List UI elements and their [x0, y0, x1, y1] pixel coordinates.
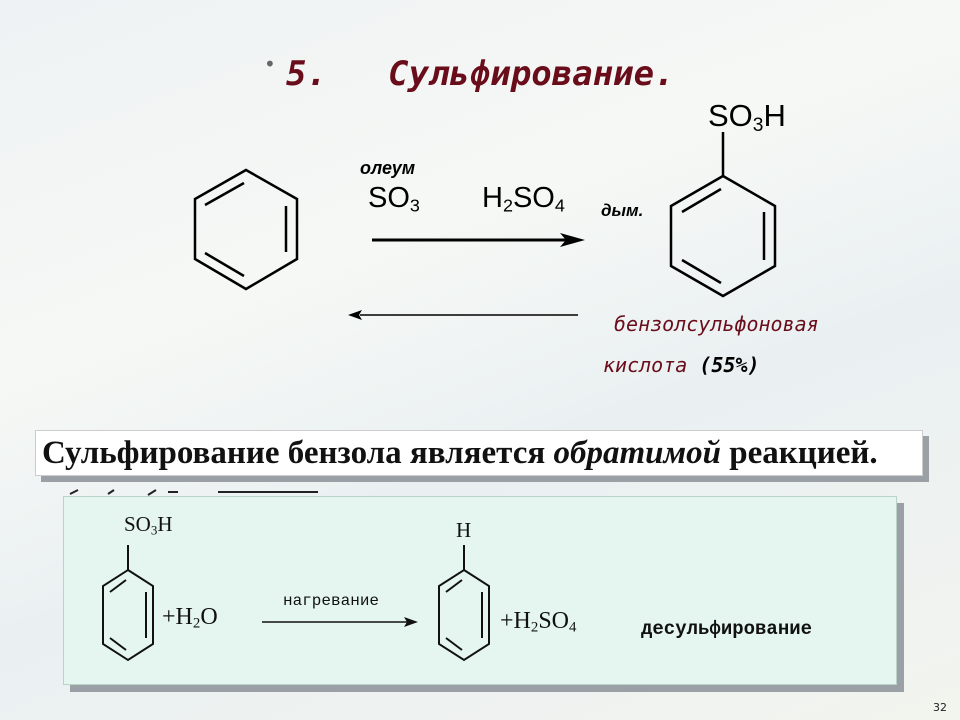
water-term: +H2O [162, 604, 218, 632]
title-number: 5. [286, 54, 327, 94]
sulfuric-acid-term: +H2SO4 [500, 608, 577, 636]
scan-artifact [69, 489, 318, 496]
benzene-ring-product-bottom [438, 545, 490, 662]
desulfonation-panel [63, 496, 897, 685]
plus-sign: + [500, 608, 514, 634]
sulfonic-group-label: SO3H [708, 98, 786, 136]
yield-value: (55%) [699, 353, 760, 377]
so3-reagent: SO3 [368, 182, 420, 216]
page-title: Сульфирование. [388, 54, 675, 94]
reversibility-banner: Сульфирование бензола является обратимой… [35, 430, 923, 476]
benzenesulfonic-ring [102, 545, 154, 662]
benzene-ring-product [669, 132, 777, 298]
heating-condition: нагревание [283, 592, 380, 610]
forward-arrow [372, 233, 585, 247]
product-name-line1: бензолсульфоновая [614, 312, 819, 336]
desulfonation-label: десульфирование [641, 618, 813, 640]
page-number: 32 [933, 701, 947, 714]
heating-arrow [262, 617, 418, 627]
plus-sign: + [162, 604, 176, 630]
bullet-marker: • [264, 52, 276, 76]
reverse-arrow [348, 310, 578, 320]
bottom-h-label: H [456, 518, 472, 542]
product-name-line2: кислота (55%) [603, 353, 760, 377]
oleum-label: олеум [360, 158, 416, 178]
bottom-so3h-label: SO3H [124, 512, 173, 538]
benzene-ring-reactant [193, 168, 299, 291]
fuming-note: дым. [601, 201, 644, 220]
h2so4-reagent: H2SO4 [482, 182, 565, 216]
